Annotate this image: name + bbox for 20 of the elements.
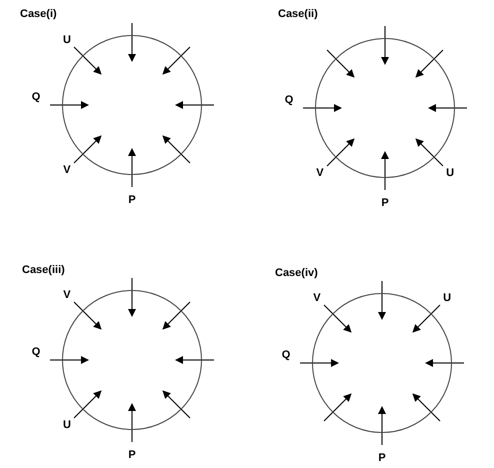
person-letter: Q (32, 346, 40, 358)
person-letter: P (381, 197, 389, 209)
person-letter: V (316, 167, 324, 180)
case-title: Case(i) (20, 8, 57, 20)
person-letter: U (443, 292, 452, 304)
person-letter: Q (284, 94, 294, 106)
person-letter: P (378, 452, 386, 464)
case-title: Case(iii) (22, 264, 65, 276)
person-letter: Q (32, 91, 40, 103)
person-letter: P (128, 194, 136, 206)
case-title: Case(iv) (275, 267, 318, 279)
person-letter: U (446, 167, 454, 180)
person-letter: U (62, 34, 71, 46)
person-letter: V (63, 164, 71, 176)
person-letter: V (313, 292, 321, 304)
person-letter: V (63, 288, 71, 301)
person-letter: P (128, 449, 136, 461)
person-letter: U (62, 419, 71, 432)
person-letter: Q (282, 349, 290, 361)
case-title: Case(ii) (278, 8, 318, 20)
